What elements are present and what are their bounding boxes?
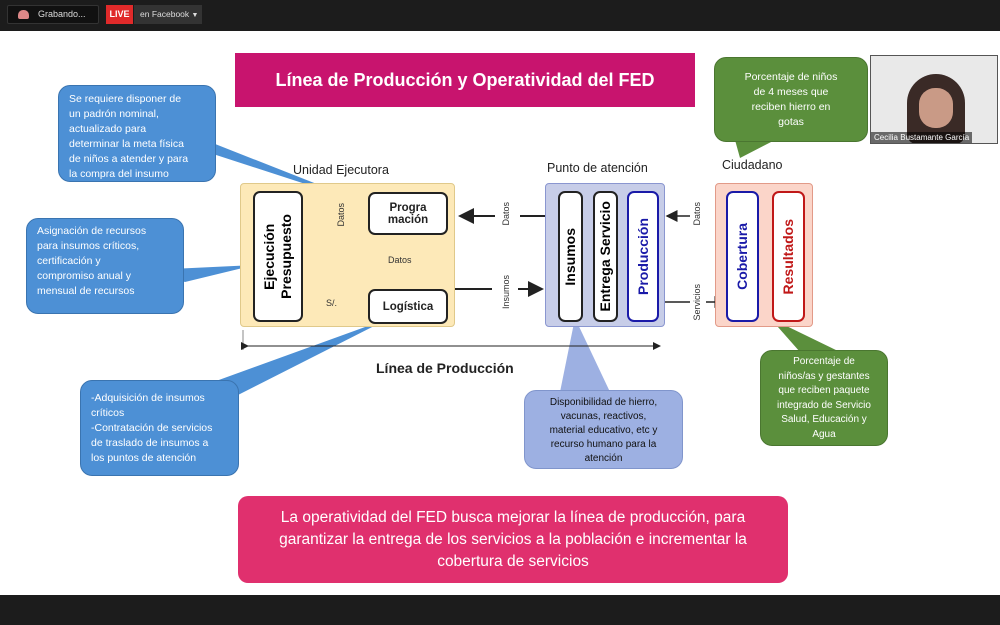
callout-tail [735, 140, 775, 158]
callout-tail [205, 318, 390, 395]
box-entrega-servicio: Entrega Servicio [593, 191, 618, 322]
live-badge: LIVE [106, 5, 133, 24]
callout-paquete: Porcentaje de niños/as y gestantes que r… [760, 350, 888, 446]
callout-disponibilidad: Disponibilidad de hierro, vacunas, react… [524, 390, 683, 469]
box-insumos: Insumos [558, 191, 583, 322]
caret-down-icon: ▼ [191, 12, 199, 19]
box-produccion: Producción [627, 191, 659, 322]
participant-name: Cecilia Bustamante García [871, 132, 973, 143]
callout-hierro: Porcentaje de niños de 4 meses que recib… [714, 57, 868, 142]
box-cobertura: Cobertura [726, 191, 759, 322]
box-logistica: Logística [368, 289, 448, 324]
arrow-label-datos: Datos [501, 202, 511, 226]
participant-video[interactable]: Cecilia Bustamante García [870, 55, 998, 144]
callout-padron: Se requiere disponer de un padrón nomina… [58, 85, 216, 182]
group-label-punto: Punto de atención [547, 161, 648, 175]
group-label-unidad: Unidad Ejecutora [293, 163, 389, 177]
arrow-label-insumos: Insumos [501, 275, 511, 310]
arrow-label-datos: Datos [336, 203, 346, 227]
callout-tail [560, 318, 610, 392]
bottom-bar [0, 595, 1000, 625]
platform-dropdown[interactable]: en Facebook ▼ [134, 5, 202, 24]
arrow-label-datos: Datos [692, 202, 702, 226]
recording-label: Grabando... [38, 9, 86, 19]
participant-face [919, 88, 953, 128]
platform-label: en Facebook [140, 9, 190, 19]
callout-adquisicion: -Adquisición de insumos críticos -Contra… [80, 380, 239, 476]
arrow-label-soles: S/. [326, 298, 338, 308]
callout-asignacion: Asignación de recursos para insumos crít… [26, 218, 184, 314]
box-programacion: Progra mación [368, 192, 448, 235]
recording-indicator[interactable]: Grabando... [7, 5, 99, 24]
box-resultados: Resultados [772, 191, 805, 322]
box-ejecucion-presupuesto: Ejecución Presupuesto [253, 191, 303, 322]
slide-title: Línea de Producción y Operatividad del F… [235, 53, 695, 107]
cloud-record-icon [18, 10, 29, 19]
summary-box: La operatividad del FED busca mejorar la… [238, 496, 788, 583]
arrow-label-servicios: Servicios [692, 284, 702, 321]
group-label-ciudadano: Ciudadano [722, 158, 783, 172]
linea-produccion-label: Línea de Producción [376, 360, 514, 376]
arrow-label-datos: Datos [388, 255, 412, 265]
